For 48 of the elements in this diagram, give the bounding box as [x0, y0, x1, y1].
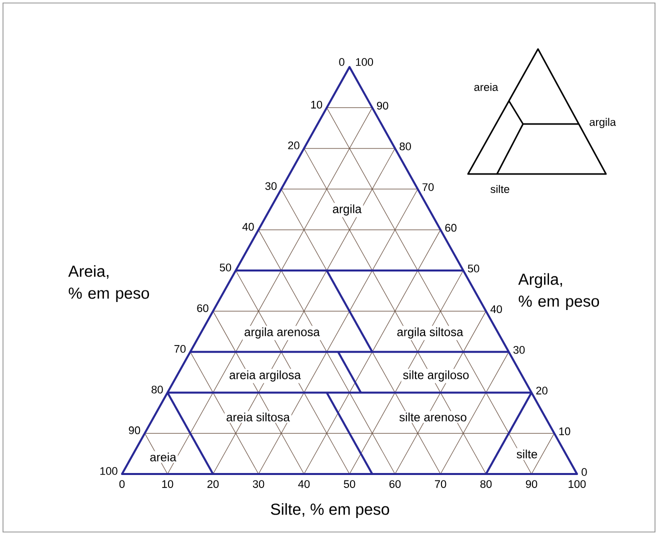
tick-label: 10 [559, 427, 570, 436]
tick-label: 60 [445, 224, 456, 232]
tick-label: 50 [220, 264, 232, 272]
axis-title: Silte, % em peso [270, 503, 390, 518]
tick-label: 90 [376, 102, 388, 110]
axis-title: Areia, % em peso [68, 265, 150, 302]
tick-label: 60 [197, 304, 208, 312]
tick-label: 70 [174, 345, 186, 353]
inset-label: silte [490, 184, 510, 194]
tick-label: 80 [152, 386, 163, 394]
tick-label: 0 [339, 58, 344, 66]
tick-label: 70 [434, 480, 446, 488]
tick-label: 40 [242, 222, 254, 231]
tick-label: 30 [513, 346, 525, 354]
tick-label: 80 [480, 480, 492, 488]
tick-label: 0 [582, 468, 587, 476]
tick-label: 80 [400, 142, 411, 150]
tick-label: 100 [356, 58, 374, 66]
region-label: silte argiloso [401, 368, 471, 384]
region-label: silte arenoso [398, 411, 468, 423]
tick-label: 20 [207, 480, 219, 488]
tick-label: 70 [422, 183, 434, 191]
tick-label: 50 [468, 264, 480, 272]
region-label: areia [148, 451, 178, 463]
tick-label: 40 [490, 305, 502, 314]
tick-label: 30 [265, 182, 277, 190]
tick-label: 30 [252, 480, 264, 488]
tick-label: 100 [568, 480, 586, 488]
tick-label: 0 [119, 480, 125, 488]
tick-label: 20 [536, 386, 548, 394]
region-label: areia argilosa [228, 368, 302, 384]
region-label: areia siltosa [224, 411, 292, 423]
tick-label: 20 [288, 142, 300, 150]
tick-label: 60 [389, 480, 401, 488]
tick-label: 90 [128, 426, 140, 434]
region-label: silte [514, 448, 540, 460]
tick-label: 40 [298, 480, 310, 488]
inset-label: areia [474, 82, 498, 92]
region-label: argila arenosa [242, 326, 322, 340]
tick-label: 10 [311, 100, 322, 109]
inset-label: argila [590, 118, 616, 128]
tick-label: 90 [526, 480, 538, 488]
region-label: argila siltosa [395, 326, 465, 340]
tick-label: 100 [100, 467, 118, 475]
tick-label: 50 [344, 480, 356, 488]
region-label: argila [330, 202, 364, 218]
axis-title: Argila, % em peso [518, 273, 600, 310]
tick-label: 10 [162, 480, 174, 488]
